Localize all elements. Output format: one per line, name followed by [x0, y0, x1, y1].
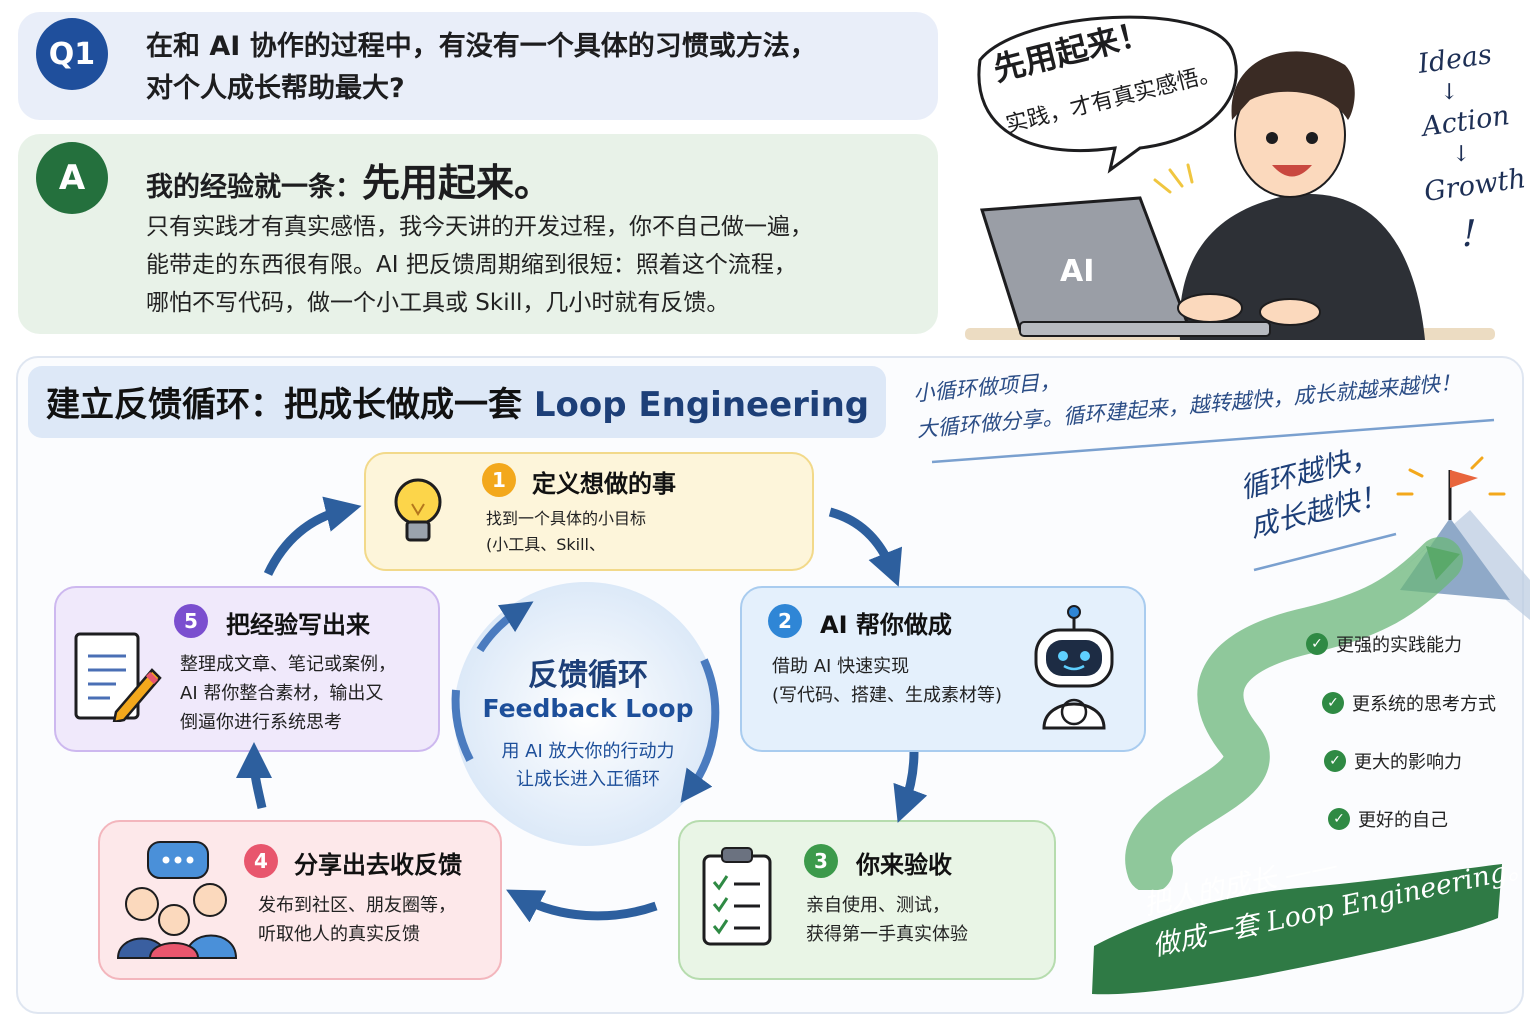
- section-title-bar: [28, 366, 886, 438]
- step-desc-line: 整理成文章、笔记或案例，: [180, 654, 396, 675]
- hero-illustration: [965, 15, 1495, 340]
- step-desc-line: 发布到社区、朋友圈等，: [258, 895, 456, 916]
- step-title-2: AI 帮你做成: [820, 611, 952, 639]
- arrow-2-to-3: [893, 751, 928, 823]
- section-title: 建立反馈循环：把成长做成一套 Loop Engineering: [46, 377, 869, 426]
- question-text: 在和 AI 协作的过程中，有没有一个具体的习惯或方法， 对个人成长帮助最大?: [146, 26, 926, 110]
- check-icon: ✓: [1322, 692, 1344, 714]
- benefit-item: ✓ 更大的影响力: [1324, 748, 1462, 774]
- step-desc-line: 倒逼你进行系统思考: [180, 712, 342, 733]
- person-hair: [1231, 51, 1355, 120]
- robot-icon: [1034, 605, 1114, 730]
- laptop-label: AI: [1060, 254, 1095, 289]
- answer-card: [18, 134, 938, 334]
- step-desc-line: 亲自使用、测试，: [806, 895, 950, 916]
- step-title-1: 定义想做的事: [532, 470, 676, 498]
- step-desc-line: AI 帮你整合素材，输出又: [180, 683, 384, 704]
- arrow-5-to-1: [263, 496, 362, 576]
- flow-arrow-icon: ↓: [1440, 80, 1459, 105]
- step-title-4: 分享出去收反馈: [294, 851, 462, 879]
- flag-icon: [1450, 470, 1478, 488]
- center-subtitle: Feedback Loop: [482, 694, 694, 723]
- step-desc-4: 发布到社区、朋友圈等， 听取他人的真实反馈: [258, 891, 456, 949]
- answer-line: 能带走的东西很有限。AI 把反馈周期缩到很短：照着这个流程，: [146, 252, 797, 278]
- note-underline: [931, 418, 1495, 464]
- step-desc-2: 借助 AI 快速实现 (写代码、搭建、生成素材等): [772, 652, 1002, 710]
- slogan-underline: [1253, 532, 1397, 572]
- step-desc-line: 找到一个具体的小目标: [486, 509, 647, 528]
- question-badge: Q1: [36, 18, 108, 90]
- benefit-label: 更系统的思考方式: [1352, 694, 1496, 715]
- step-number-3: 3: [804, 844, 838, 878]
- people-icon: [116, 841, 238, 959]
- benefit-item: ✓ 更好的自己: [1328, 806, 1448, 832]
- step-title-3: 你来验收: [856, 851, 952, 879]
- benefit-label: 更好的自己: [1358, 810, 1448, 831]
- benefit-label: 更大的影响力: [1354, 752, 1462, 773]
- step-number-2: 2: [768, 604, 802, 638]
- step-desc-line: 借助 AI 快速实现: [772, 656, 910, 677]
- center-desc-line: 用 AI 放大你的行动力: [501, 741, 675, 762]
- step-number-4: 4: [244, 844, 278, 878]
- step-desc-line: 获得第一手真实体验: [806, 924, 968, 945]
- center-circle: [454, 582, 718, 846]
- spark-lines: [1153, 163, 1194, 194]
- benefit-label: 更强的实践能力: [1336, 635, 1462, 656]
- answer-line: 哪怕不写代码，做一个小工具或 Skill，几小时就有反馈。: [146, 290, 730, 316]
- speech-bubble: [977, 15, 1238, 174]
- step-desc-line: (小工具、Skill、: [486, 535, 606, 554]
- person-eye: [1266, 132, 1278, 144]
- question-line: 对个人成长帮助最大?: [146, 73, 405, 104]
- section-title-zh: 建立反馈循环：把成长做成一套: [46, 385, 534, 425]
- answer-line: 只有实践才有真实感悟，我今天讲的开发过程，你不自己做一遍，: [146, 214, 813, 240]
- brush-stroke: [1092, 864, 1502, 995]
- lightbulb-icon: [394, 478, 442, 542]
- benefit-item: ✓ 更强的实践能力: [1306, 631, 1462, 657]
- arrow-4-to-5: [236, 742, 273, 809]
- step-desc-line: (写代码、搭建、生成素材等): [772, 685, 1003, 706]
- laptop-base: [1019, 321, 1271, 337]
- person-hand: [1177, 293, 1243, 323]
- answer-lead: 我的经验就一条：先用起来。: [146, 152, 552, 207]
- arrow-3-to-4: [506, 889, 658, 923]
- step-number-5: 5: [174, 604, 208, 638]
- inner-arrow: [451, 689, 474, 762]
- step-desc-5: 整理成文章、笔记或案例， AI 帮你整合素材，输出又 倒逼你进行系统思考: [180, 650, 396, 737]
- person-eye: [1306, 132, 1318, 144]
- check-icon: ✓: [1328, 808, 1350, 830]
- person-smile: [1272, 165, 1312, 177]
- flow-arrow-icon: ↓: [1452, 142, 1471, 167]
- person-hand: [1259, 298, 1321, 326]
- checklist-icon: [702, 847, 772, 946]
- flow-exclamation: !: [1462, 214, 1477, 255]
- arrow-1-to-2: [828, 507, 903, 587]
- note-writing-icon: [74, 632, 162, 722]
- center-desc: 用 AI 放大你的行动力 让成长进入正循环: [452, 738, 724, 794]
- check-icon: ✓: [1306, 633, 1328, 655]
- step-title-5: 把经验写出来: [226, 611, 370, 639]
- center-desc-line: 让成长进入正循环: [516, 769, 660, 790]
- answer-badge: A: [36, 142, 108, 214]
- growth-ribbon: [1125, 456, 1530, 890]
- question-line: 在和 AI 协作的过程中，有没有一个具体的习惯或方法，: [146, 31, 817, 62]
- inner-arrow: [680, 658, 720, 803]
- step-number-1: 1: [482, 463, 516, 497]
- step-desc-line: 听取他人的真实反馈: [258, 924, 420, 945]
- question-card: [18, 12, 938, 120]
- inner-arrow: [476, 601, 534, 653]
- step-desc-3: 亲自使用、测试， 获得第一手真实体验: [806, 891, 968, 949]
- section-title-en: Loop Engineering: [533, 385, 870, 425]
- benefit-item: ✓ 更系统的思考方式: [1322, 690, 1496, 716]
- answer-lead-text: 我的经验就一条：: [146, 172, 362, 203]
- center-title: 反馈循环: [528, 658, 648, 693]
- answer-emphasis: 先用起来。: [362, 161, 553, 205]
- answer-body: 只有实践才有真实感悟，我今天讲的开发过程，你不自己做一遍， 能带走的东西很有限。…: [146, 208, 916, 322]
- step-desc-1: 找到一个具体的小目标 (小工具、Skill、: [486, 506, 646, 558]
- check-icon: ✓: [1324, 750, 1346, 772]
